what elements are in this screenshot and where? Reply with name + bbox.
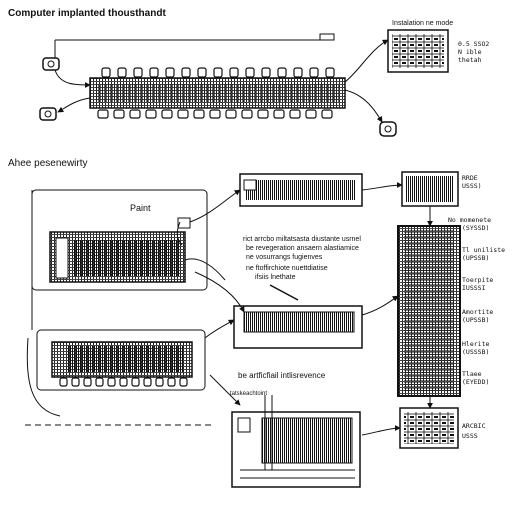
- right-round-connector: [379, 121, 397, 137]
- board-chip: [289, 109, 301, 119]
- board-chip: [213, 67, 223, 78]
- rack-label-3b: (UPSSB): [462, 254, 490, 262]
- rack-label-6b: (USSSB): [462, 348, 490, 356]
- rack-label-5b: (UPSSB): [462, 316, 490, 324]
- right-tall-rack: [397, 171, 461, 449]
- rack-label-1b: USSS): [462, 182, 482, 190]
- diagram-title: Computer implanted thousthandt: [8, 8, 166, 19]
- board-chip: [273, 109, 285, 119]
- board-chip: [113, 109, 125, 119]
- section-title: Ahee pesenewirty: [8, 158, 88, 169]
- board-chip: [155, 377, 164, 387]
- top-right-label-2: N ible: [458, 48, 482, 56]
- board-chip: [241, 109, 253, 119]
- note-4: ne ftoffirchiote nuettdiatise: [246, 265, 328, 272]
- board-chip: [325, 67, 335, 78]
- board-chip: [229, 67, 239, 78]
- note-3: ne vosurrangs fugienves: [246, 254, 323, 261]
- rack-label-2a: No momenete: [448, 216, 492, 224]
- board-chip: [149, 67, 159, 78]
- center-mid-module: [233, 284, 363, 349]
- top-right-keypad-panel: [387, 29, 449, 73]
- board-chip: [133, 67, 143, 78]
- rack-label-8a: ARCBIC: [462, 422, 486, 430]
- board-chip: [179, 377, 188, 387]
- rack-label-7b: (EYEDD): [462, 378, 490, 386]
- rack-label-1a: RRDE: [462, 174, 478, 182]
- note-6: be artficfiail intlisrevence: [238, 371, 326, 380]
- board-chip: [257, 109, 269, 119]
- board-chip: [245, 67, 255, 78]
- rack-label-4a: Toerpite: [462, 276, 494, 284]
- note-7: tatskeachtoint: [230, 391, 268, 397]
- board-chip: [197, 67, 207, 78]
- board-chip: [83, 377, 92, 387]
- rack-label-8b: USSS: [462, 432, 478, 440]
- board-chip: [305, 109, 317, 119]
- rack-label-6a: Hlerite: [462, 340, 490, 348]
- paint-label: Paint: [130, 203, 151, 213]
- rack-label-7a: Tlaee: [462, 370, 482, 378]
- board-chip: [209, 109, 221, 119]
- board-chip: [261, 67, 271, 78]
- connector-lines: [25, 182, 433, 470]
- rack-label-2b: (SYSSD): [462, 224, 490, 232]
- board-chip: [107, 377, 116, 387]
- board-chip: [71, 377, 80, 387]
- board-chip: [131, 377, 140, 387]
- board-chip: [309, 67, 319, 78]
- top-right-header: Instalation ne mode: [392, 20, 454, 27]
- board-chip: [321, 109, 333, 119]
- lower-left-module: [36, 329, 206, 391]
- board-chip: [193, 109, 205, 119]
- board-chip: [181, 67, 191, 78]
- board-chip: [165, 67, 175, 78]
- board-chip: [277, 67, 287, 78]
- board-chip: [167, 377, 176, 387]
- board-chip: [225, 109, 237, 119]
- board-chip: [95, 377, 104, 387]
- note-5: ifsiis lnethate: [255, 274, 296, 281]
- rack-label-5a: Amortite: [462, 308, 494, 316]
- board-chip: [293, 67, 303, 78]
- board-chip: [97, 109, 109, 119]
- top-right-label-3: thetah: [458, 56, 482, 64]
- note-1: rict arrcbo miltatsasta diustante usrnel: [243, 236, 361, 243]
- rack-label-3a: Tl uniliste: [462, 246, 506, 254]
- paint-module-frame: [31, 189, 208, 291]
- board-chip: [161, 109, 173, 119]
- board-chip: [119, 377, 128, 387]
- board-chip: [145, 109, 157, 119]
- rack-label-4b: IUSSSI: [462, 284, 486, 292]
- left-round-connector-bottom: [39, 107, 57, 121]
- board-chip: [101, 67, 111, 78]
- center-top-module: [239, 173, 363, 207]
- top-right-label-1: 0.5 SSO2: [458, 40, 490, 48]
- board-chip: [117, 67, 127, 78]
- board-chip: [143, 377, 152, 387]
- top-circuit-board: [54, 33, 346, 119]
- board-chip: [59, 377, 68, 387]
- board-chip: [177, 109, 189, 119]
- left-round-connector-top: [42, 57, 60, 71]
- center-bottom-module: [231, 411, 361, 488]
- board-chip: [129, 109, 141, 119]
- note-2: be revegeration ansaern alastiamice: [246, 245, 359, 252]
